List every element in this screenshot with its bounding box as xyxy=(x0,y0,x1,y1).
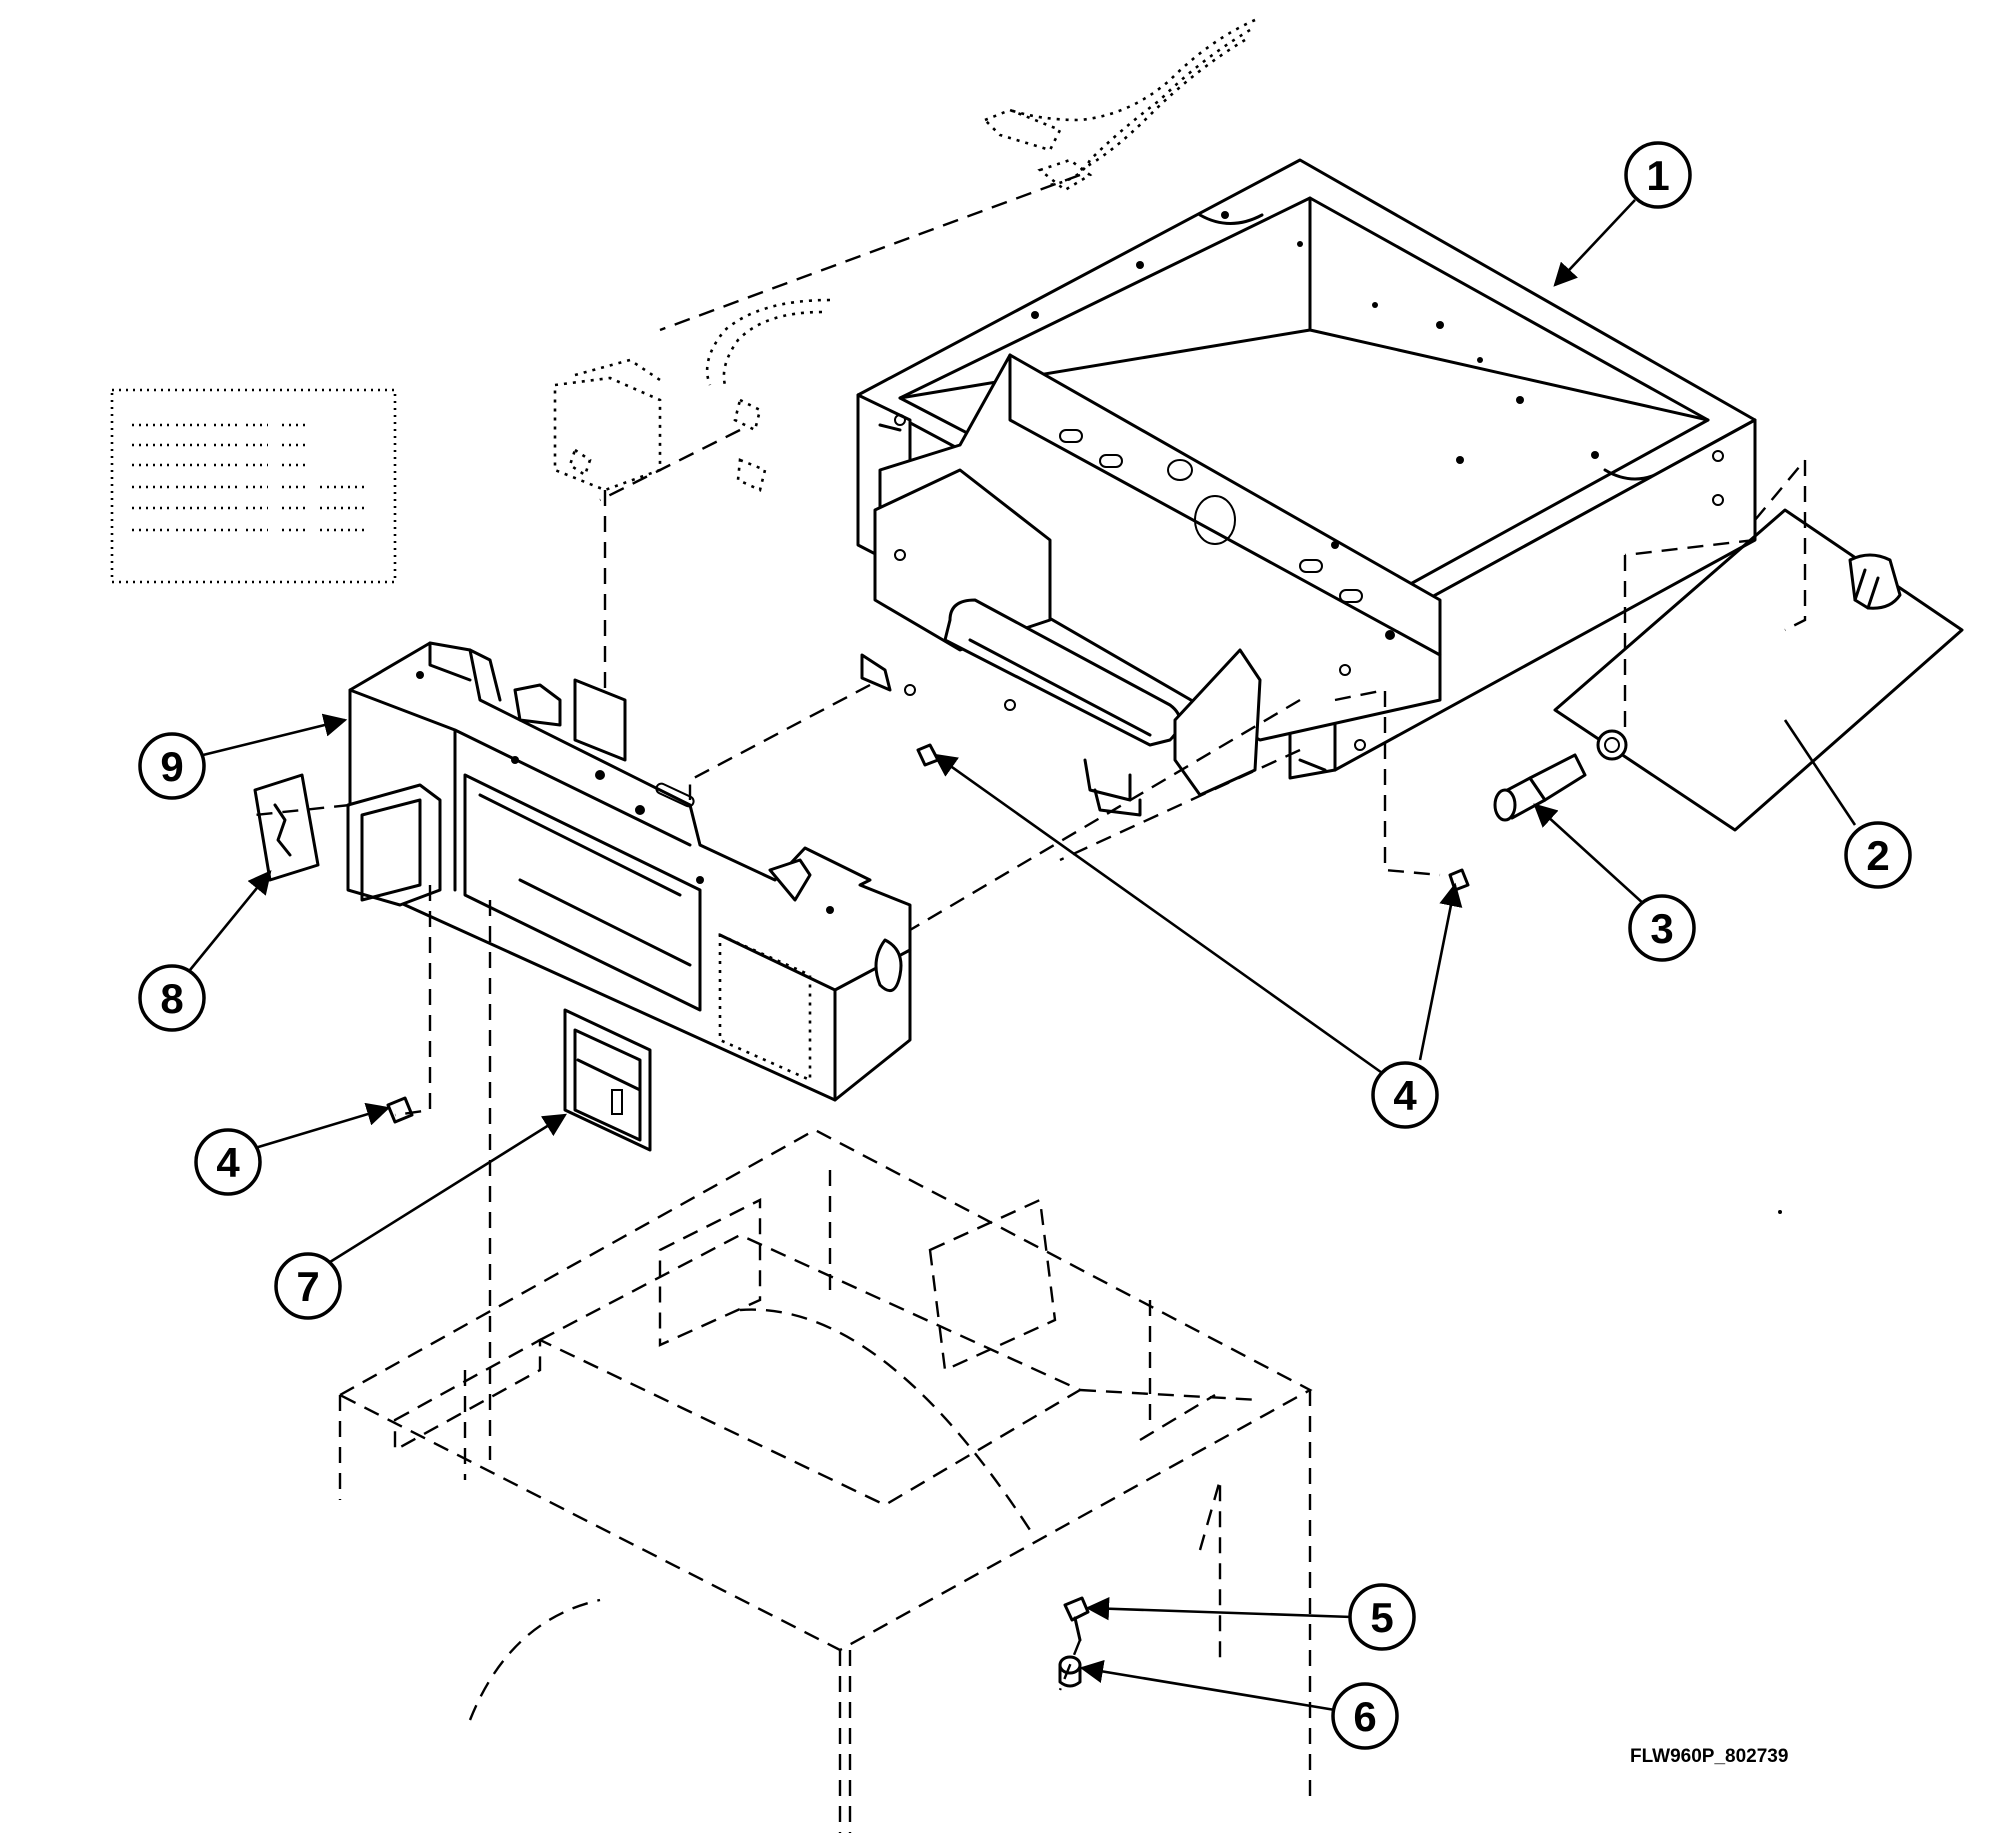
assembly-lines xyxy=(254,173,1807,1691)
front-panel-bracket xyxy=(346,641,912,1102)
wiring-harness xyxy=(705,18,1256,386)
label-placard xyxy=(110,388,397,584)
callout-3-label: 3 xyxy=(1650,905,1673,952)
part-2-hardware-box xyxy=(1553,508,1964,832)
callout-2-label: 2 xyxy=(1866,832,1889,879)
part-7-panel xyxy=(563,1008,652,1152)
callout-1: 1 xyxy=(1553,141,1692,287)
screw-5 xyxy=(1063,1596,1090,1622)
callout-8: 8 xyxy=(138,870,272,1032)
part-3-bolt xyxy=(1493,753,1587,822)
callout-7-label: 7 xyxy=(296,1263,319,1310)
callout-8-label: 8 xyxy=(160,975,183,1022)
callout-5: 5 xyxy=(1085,1583,1416,1651)
callout-6: 6 xyxy=(1079,1659,1399,1750)
part-8-plate xyxy=(253,773,320,882)
callout-9-label: 9 xyxy=(160,743,183,790)
callout-4-center: 4 xyxy=(933,753,1463,1129)
callout-2: 2 xyxy=(1783,719,1912,889)
callout-5-label: 5 xyxy=(1370,1594,1393,1641)
cabinet-dashed xyxy=(337,1128,1313,1833)
callout-6-label: 6 xyxy=(1353,1693,1376,1740)
callout-4-left: 4 xyxy=(194,1102,391,1196)
callout-3: 3 xyxy=(1533,803,1696,962)
callout-7: 7 xyxy=(274,1113,567,1320)
top-frame-assembly xyxy=(856,158,1757,817)
drawing-code: FLW960P_802739 xyxy=(1630,1746,1788,1767)
callout-4b-label: 4 xyxy=(216,1139,240,1186)
screw-4-right xyxy=(1448,868,1470,892)
callout-1-label: 1 xyxy=(1646,152,1669,199)
screw-4-left xyxy=(386,1096,414,1124)
callout-4a-label: 4 xyxy=(1393,1072,1417,1119)
callout-9: 9 xyxy=(138,713,348,800)
